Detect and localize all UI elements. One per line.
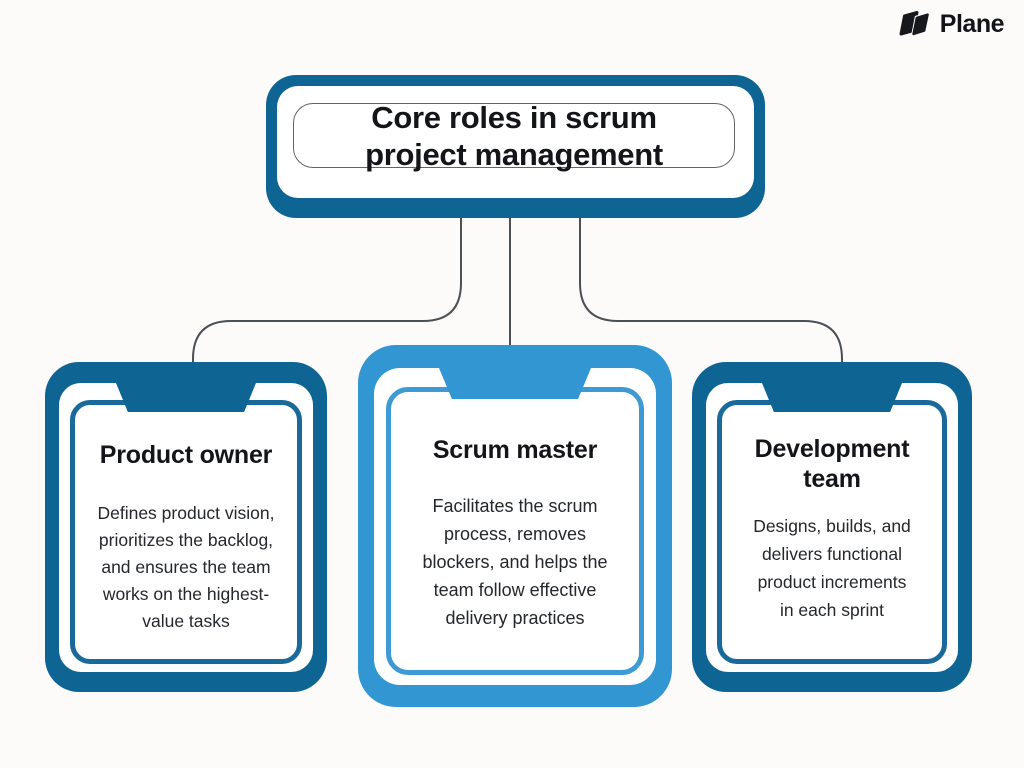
card-body: Facilitates the scrum process, removes b… — [422, 496, 608, 628]
clipboard-clip — [116, 383, 256, 412]
clipboard-clip — [439, 368, 591, 399]
card-product-owner: Product owner Defines product vision, pr… — [45, 362, 327, 692]
title-box-frame: Core roles in scrum project management — [293, 100, 735, 172]
plane-logo-icon — [899, 11, 930, 37]
title-box-white-layer: Core roles in scrum project management — [277, 86, 754, 198]
brand-logo: Plane — [895, 9, 1005, 39]
title-box: Core roles in scrum project management — [266, 75, 765, 218]
card-title: Scrum master — [432, 436, 598, 464]
connector-right — [579, 210, 843, 372]
card-title: Product owner — [99, 441, 273, 469]
card-development-team: Development team Designs, builds, and de… — [692, 362, 972, 692]
card-scrum-master: Scrum master Facilitates the scrum proce… — [358, 345, 672, 707]
card-body: Defines product vision, prioritizes the … — [97, 503, 275, 631]
diagram-title: Core roles in scrum project management — [365, 99, 663, 172]
connector-left — [192, 210, 462, 372]
card-content-frame: Product owner Defines product vision, pr… — [70, 400, 302, 664]
card-content-frame: Scrum master Facilitates the scrum proce… — [386, 387, 644, 675]
card-body: Designs, builds, and delivers functional… — [753, 516, 911, 620]
card-title: Development team — [754, 435, 910, 493]
brand-name: Plane — [939, 9, 1005, 38]
card-content-frame: Development team Designs, builds, and de… — [717, 400, 947, 664]
clipboard-clip — [762, 383, 902, 412]
